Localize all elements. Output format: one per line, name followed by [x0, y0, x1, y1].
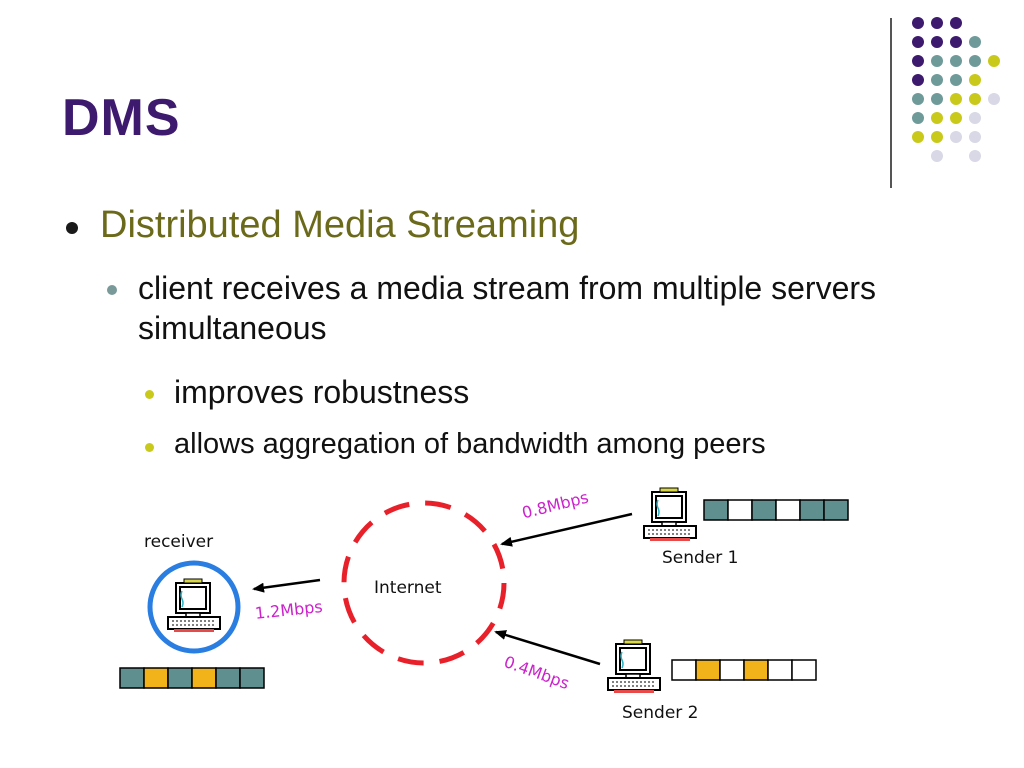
sender2-computer-icon: [607, 639, 661, 694]
internet-ring: [341, 500, 507, 666]
arrow-internet-to-receiver: [252, 578, 321, 593]
bullet-level3-robustness: improves robustness: [174, 374, 470, 410]
sender2-buffer: [671, 659, 817, 681]
decorative-dot-grid: [912, 17, 1000, 162]
receiver-ring: [147, 560, 241, 654]
receiver-computer-icon: [167, 578, 221, 633]
bullet-level3-marker: [145, 443, 154, 452]
bullet-level3-aggregation: allows aggregation of bandwidth among pe…: [174, 428, 766, 460]
bullet-level2: client receives a media stream from mult…: [138, 270, 877, 346]
arrow-sender1-to-internet: [500, 512, 633, 547]
slide-title: DMS: [62, 89, 181, 147]
bullet-level1-marker: [66, 222, 78, 234]
sender1-label: Sender 1: [662, 548, 739, 568]
title-divider-line: [890, 18, 892, 188]
bullet-level1: Distributed Media Streaming: [100, 204, 580, 246]
bullet-level2-marker: [107, 285, 117, 295]
sender1-buffer: [703, 499, 849, 521]
sender1-computer-icon: [643, 487, 697, 542]
internet-label: Internet: [374, 578, 442, 598]
bullet-level3-marker: [145, 390, 154, 399]
sender2-label: Sender 2: [622, 703, 699, 723]
receiver-buffer: [119, 667, 265, 689]
receiver-label: receiver: [144, 532, 214, 552]
arrow-sender2-to-internet: [494, 630, 601, 666]
